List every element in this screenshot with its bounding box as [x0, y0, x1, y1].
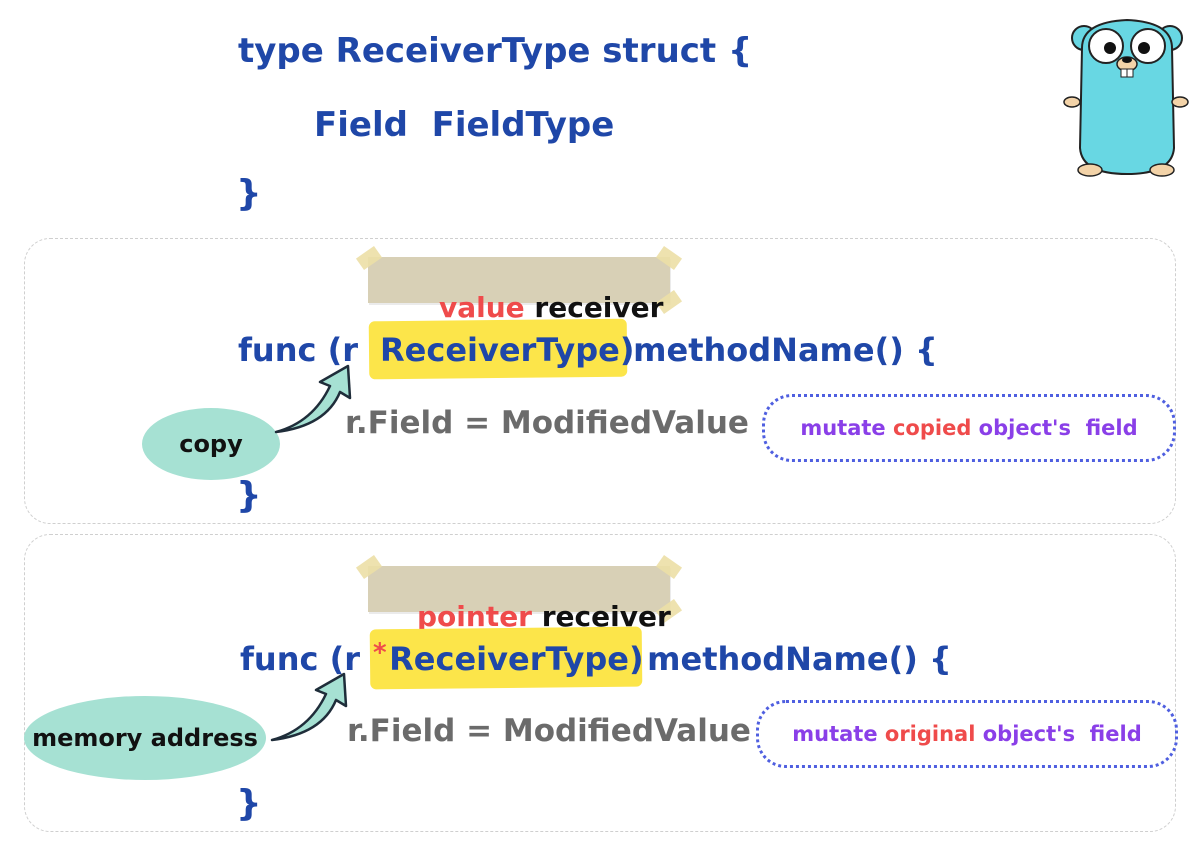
memory-address-label: memory address [32, 724, 258, 752]
go-gopher-icon [1063, 18, 1189, 177]
value-body-assignment: r.Field = ModifiedValue [345, 405, 749, 441]
value-receiver-tag: value receiver [355, 245, 683, 322]
note-text-prefix: mutate [800, 416, 893, 440]
pointer-receiver-tag: pointer receiver [355, 554, 683, 631]
memory-address-bubble: memory address [24, 696, 266, 780]
copy-bubble: copy [142, 408, 280, 480]
note-original-word: original [884, 722, 976, 746]
curved-arrow-icon [274, 364, 352, 434]
tag-receiver-word: receiver [524, 291, 664, 324]
struct-close-brace: } [236, 173, 262, 214]
curved-arrow-icon [270, 672, 348, 742]
value-func-prefix: func (r [238, 331, 370, 369]
pointer-receiver-type: ReceiverType) [378, 640, 644, 678]
value-close-brace: } [236, 475, 262, 516]
pointer-func-prefix: func (r [240, 640, 372, 678]
tag-value-word: value [439, 291, 525, 324]
value-func-suffix: methodName() { [622, 331, 938, 369]
original-field-note: mutate original object's field [756, 700, 1178, 768]
tag-receiver-word: receiver [532, 600, 671, 633]
pointer-body-assignment: r.Field = ModifiedValue [347, 713, 751, 749]
copy-bubble-label: copy [179, 430, 243, 458]
copied-field-note: mutate copied object's field [762, 394, 1176, 462]
struct-declaration-line: type ReceiverType struct { [238, 31, 753, 71]
note-text-suffix: object's field [975, 722, 1142, 746]
value-receiver-type: ReceiverType) [380, 331, 635, 369]
tag-pointer-word: pointer [417, 600, 532, 633]
note-copied-word: copied [892, 416, 972, 440]
struct-field-line: Field FieldType [314, 105, 615, 145]
note-text-suffix: object's field [971, 416, 1138, 440]
pointer-star: * [373, 638, 387, 668]
note-text-prefix: mutate [792, 722, 885, 746]
pointer-close-brace: } [236, 783, 262, 824]
pointer-func-suffix: methodName() { [636, 640, 952, 678]
